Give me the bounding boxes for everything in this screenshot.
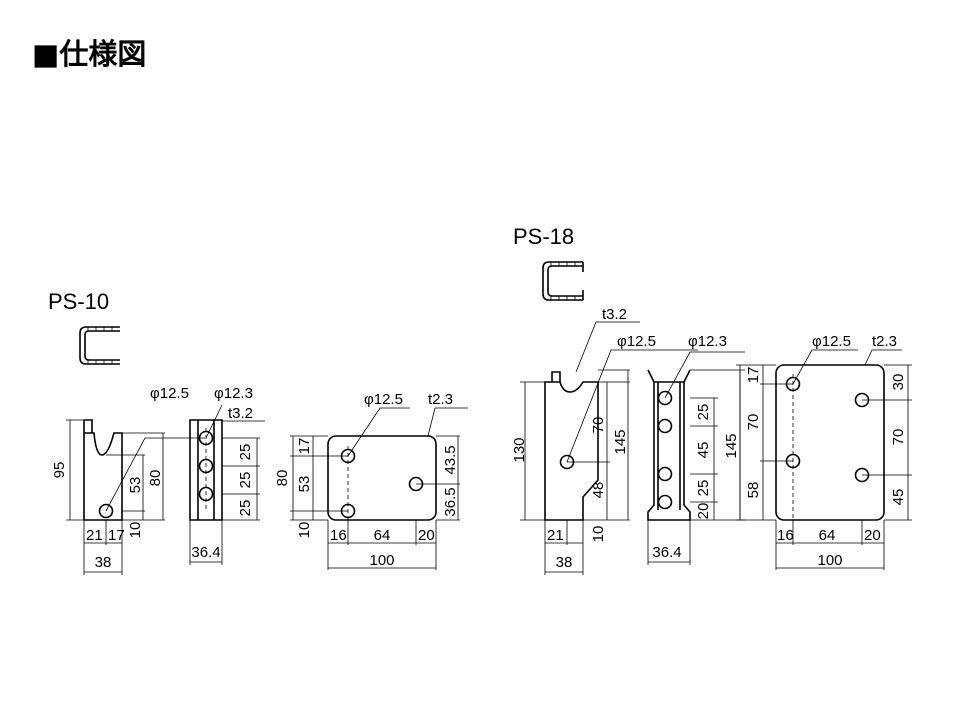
ps10-plate-dim-20: 20 (418, 527, 435, 544)
ps18-plate-dim-17: 17 (745, 367, 762, 384)
ps10-plate-view: φ12.5 t2.3 80 53 17 10 43.5 36.5 16 64 2… (274, 391, 468, 570)
ps18-side-thickness: t3.2 (602, 306, 627, 323)
ps10-cross-section-icon (79, 326, 120, 365)
ps10-plate-dim-36-5: 36.5 (442, 487, 459, 516)
ps10-plate-thickness: t2.3 (428, 391, 453, 408)
ps18-side-dim-145: 145 (612, 429, 629, 454)
ps18-side-dim-21: 21 (547, 527, 564, 544)
ps18-edge-view: φ12.3 25 45 25 20 145 36.4 (647, 333, 745, 565)
ps18-plate-dim-70r: 70 (890, 429, 907, 446)
ps10-side-dim-53: 53 (127, 477, 144, 494)
ps18-side-dim-130: 130 (511, 437, 528, 462)
ps18-edge-pitch-25b: 25 (695, 480, 712, 497)
ps18-section: PS-18 t3.2 φ12.5 130 70 145 48 10 21 38 (511, 224, 912, 575)
ps18-plate-hole-dia: φ12.5 (812, 333, 851, 350)
ps18-plate-thickness: t2.3 (872, 333, 897, 350)
ps10-plate-dim-64: 64 (374, 527, 391, 544)
ps18-edge-dim-145: 145 (723, 433, 740, 458)
ps10-edge-pitch-3: 25 (237, 500, 254, 517)
ps10-plate-hole-dia: φ12.5 (364, 391, 403, 408)
ps18-cross-section-icon (542, 261, 584, 301)
ps10-plate-dim-10: 10 (296, 522, 313, 539)
ps10-model-label: PS-10 (48, 289, 109, 314)
ps10-edge-thickness: t3.2 (228, 405, 253, 422)
ps10-edge-pitch-2: 25 (237, 472, 254, 489)
ps10-side-dim-95: 95 (51, 462, 68, 479)
ps18-side-dim-38: 38 (556, 554, 573, 571)
ps10-section: PS-10 φ12.5 95 53 80 10 21 17 38 (48, 289, 468, 575)
ps18-edge-hole-dia: φ12.3 (688, 333, 727, 350)
ps10-plate-dim-53: 53 (296, 476, 313, 493)
ps10-edge-width: 36.4 (191, 544, 220, 561)
ps18-side-dim-48: 48 (590, 482, 607, 499)
ps18-plate-dim-20: 20 (864, 527, 881, 544)
ps18-plate-dim-45: 45 (890, 489, 907, 506)
ps18-plate-dim-70: 70 (745, 414, 762, 431)
ps18-plate-dim-16: 16 (777, 527, 794, 544)
ps18-side-dim-10: 10 (590, 526, 607, 543)
ps10-edge-pitch-1: 25 (237, 444, 254, 461)
ps10-plate-dim-100: 100 (369, 552, 394, 569)
ps10-edge-hole-dia: φ12.3 (214, 385, 253, 402)
ps18-model-label: PS-18 (513, 224, 574, 249)
ps10-side-dim-10: 10 (127, 522, 144, 539)
ps10-side-dim-21: 21 (86, 527, 103, 544)
ps18-plate-dim-30: 30 (890, 374, 907, 391)
ps18-plate-dim-100: 100 (817, 552, 842, 569)
ps10-plate-dim-16: 16 (330, 527, 347, 544)
ps18-edge-pitch-20: 20 (695, 503, 712, 520)
ps10-side-dim-38: 38 (95, 554, 112, 571)
ps10-side-hole (98, 503, 114, 519)
page-title: ■仕様図 (32, 37, 146, 71)
ps18-edge-width: 36.4 (652, 544, 681, 561)
ps10-side-hole-dia: φ12.5 (150, 385, 189, 402)
ps18-edge-pitch-25a: 25 (695, 404, 712, 421)
ps18-plate-view: φ12.5 t2.3 17 70 58 30 70 45 16 64 20 10… (736, 333, 912, 570)
ps10-side-dim-17: 17 (108, 527, 125, 544)
ps10-side-view: φ12.5 95 53 80 10 21 17 38 (51, 385, 205, 575)
ps10-side-dim-80: 80 (147, 470, 164, 487)
ps18-plate-dim-58: 58 (745, 482, 762, 499)
ps10-plate-dim-17: 17 (296, 438, 313, 455)
ps18-edge-pitch-45: 45 (695, 442, 712, 459)
ps18-side-dim-70: 70 (590, 417, 607, 434)
ps18-plate-dim-64: 64 (819, 527, 836, 544)
ps10-edge-view: φ12.3 t3.2 25 25 25 36.4 (189, 385, 265, 565)
ps18-side-view: t3.2 φ12.5 130 70 145 48 10 21 38 (511, 306, 698, 575)
ps18-side-hole-dia: φ12.5 (617, 333, 656, 350)
ps10-plate-dim-80: 80 (274, 470, 291, 487)
ps10-plate-dim-43-5: 43.5 (442, 445, 459, 474)
